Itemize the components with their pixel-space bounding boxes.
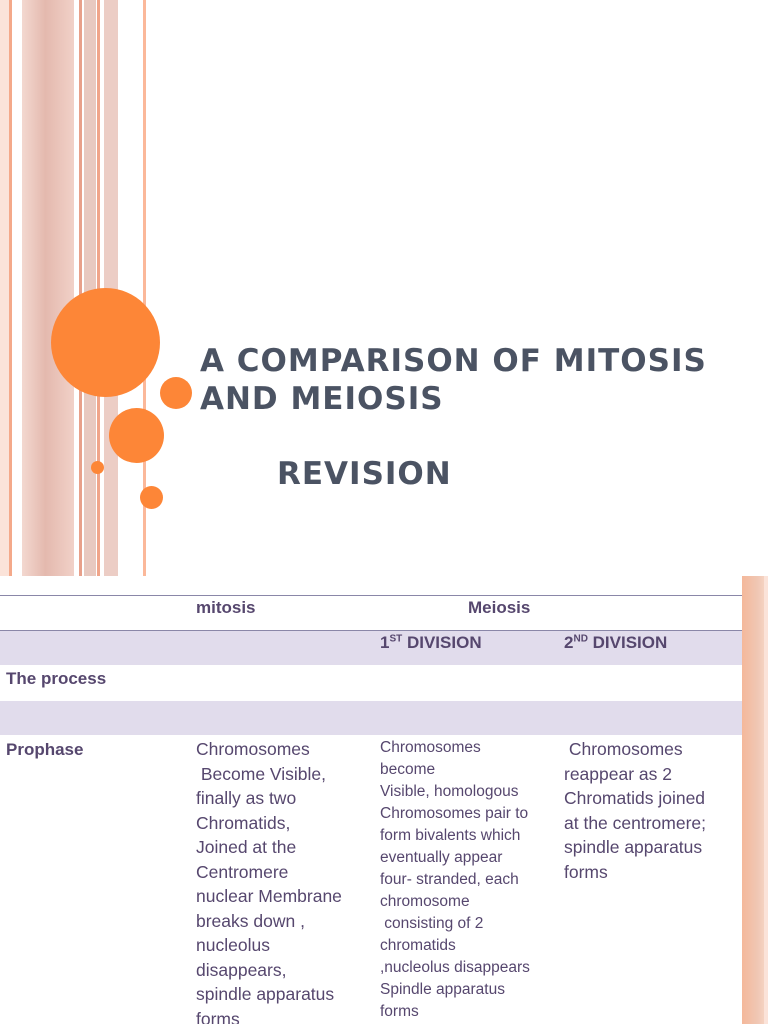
- table-band: [0, 701, 742, 735]
- header-first-division: 1ST DIVISION: [380, 633, 482, 653]
- table-top-rule: [0, 595, 742, 596]
- decor-circle: [160, 377, 192, 409]
- slide-subtitle: REVISION: [277, 456, 452, 492]
- decor-circle: [140, 486, 163, 509]
- table-band: [0, 631, 742, 665]
- row-label-prophase: Prophase: [6, 740, 84, 759]
- second-division-number: 2: [564, 633, 574, 652]
- second-division-suffix: ND: [573, 633, 588, 645]
- prophase-meiosis2-cell: Chromosomes reappear as 2 Chromatids joi…: [564, 739, 707, 882]
- decor-circle: [91, 461, 104, 474]
- decor-stripe: [9, 0, 12, 576]
- slide-title: A COMPARISON OF MITOSIS AND MEIOSIS: [200, 343, 707, 417]
- decor-circle-large: [51, 288, 160, 397]
- prophase-mitosis-cell: Chromosomes Become Visible, finally as t…: [196, 739, 342, 1024]
- decor-stripe: [143, 0, 146, 576]
- first-division-number: 1: [380, 633, 390, 652]
- title-slide: A COMPARISON OF MITOSIS AND MEIOSIS REVI…: [0, 0, 707, 576]
- first-division-suffix: ST: [389, 633, 403, 645]
- header-mitosis: mitosis: [196, 598, 256, 617]
- decor-circle: [109, 408, 164, 463]
- row-label-process: The process: [6, 669, 107, 688]
- table-header-rule: [0, 630, 742, 631]
- decor-stripe: [84, 0, 96, 576]
- prophase-meiosis1-cell: Chromosomes become Visible, homologous C…: [380, 739, 530, 1020]
- decor-stripe: [22, 0, 74, 576]
- comparison-table-slide: mitosis Meiosis 1ST DIVISION 2ND DIVISIO…: [0, 576, 768, 1024]
- header-meiosis: Meiosis: [468, 598, 531, 617]
- second-division-label: DIVISION: [587, 633, 668, 652]
- decor-stripe: [764, 576, 768, 1024]
- first-division-label: DIVISION: [402, 633, 482, 652]
- decor-stripe: [742, 576, 768, 1024]
- decor-stripe: [0, 0, 9, 576]
- decor-stripe: [79, 0, 82, 576]
- header-second-division: 2ND DIVISION: [564, 633, 667, 653]
